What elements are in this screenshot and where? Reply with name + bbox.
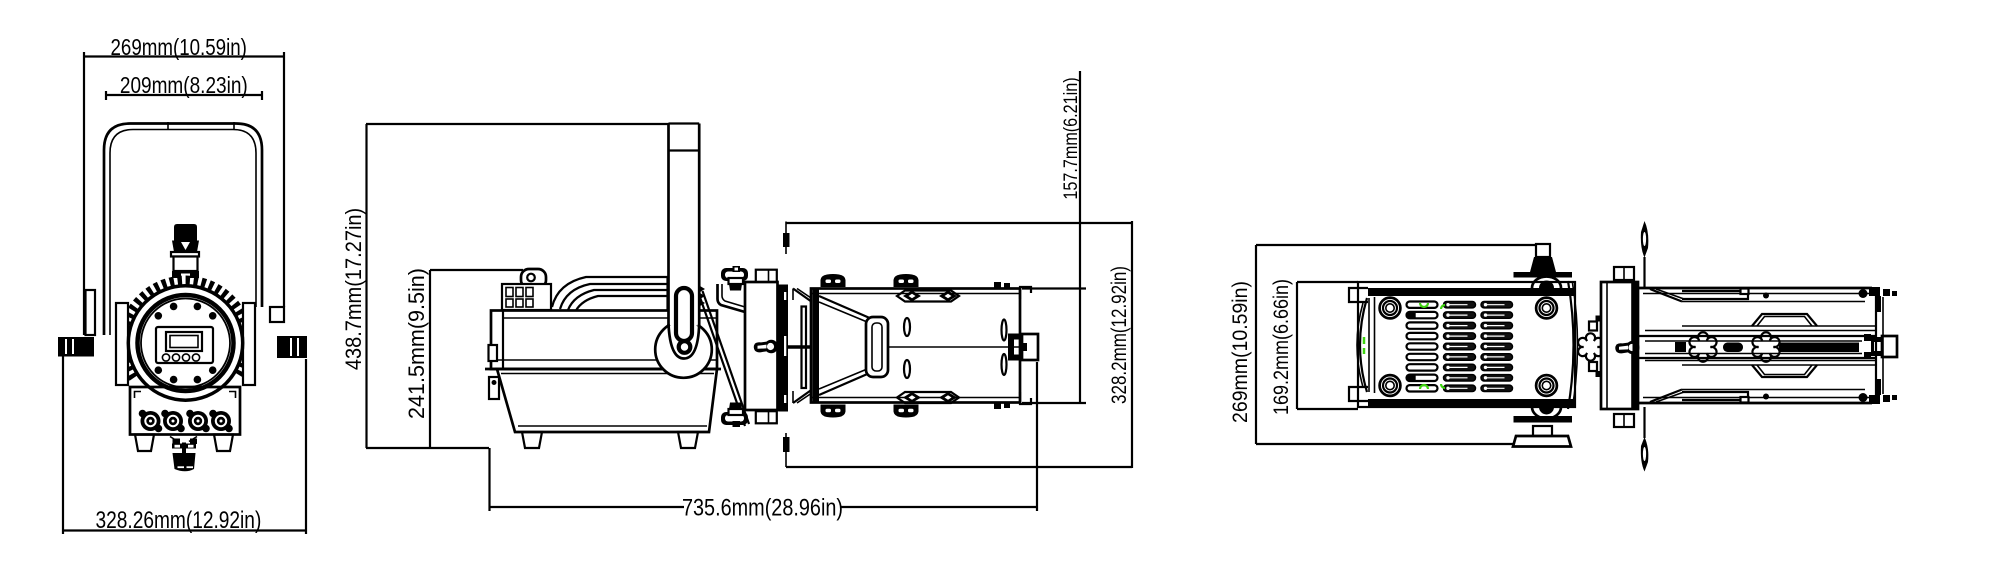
svg-text:735.6mm(28.96in): 735.6mm(28.96in) — [682, 494, 843, 521]
svg-text:269mm(10.59in): 269mm(10.59in) — [110, 35, 246, 60]
svg-text:438.7mm(17.27in): 438.7mm(17.27in) — [342, 208, 366, 370]
svg-text:328.26mm(12.92in): 328.26mm(12.92in) — [95, 506, 261, 534]
svg-text:241.5mm(9.5in): 241.5mm(9.5in) — [404, 268, 429, 419]
svg-text:269mm(10.59in): 269mm(10.59in) — [1228, 281, 1252, 423]
svg-text:169.2mm(6.66in): 169.2mm(6.66in) — [1270, 279, 1294, 415]
svg-text:328.2mm(12.92in): 328.2mm(12.92in) — [1108, 266, 1131, 404]
svg-text:157.7mm(6.21in): 157.7mm(6.21in) — [1060, 77, 1082, 199]
svg-text:209mm(8.23in): 209mm(8.23in) — [120, 73, 248, 98]
